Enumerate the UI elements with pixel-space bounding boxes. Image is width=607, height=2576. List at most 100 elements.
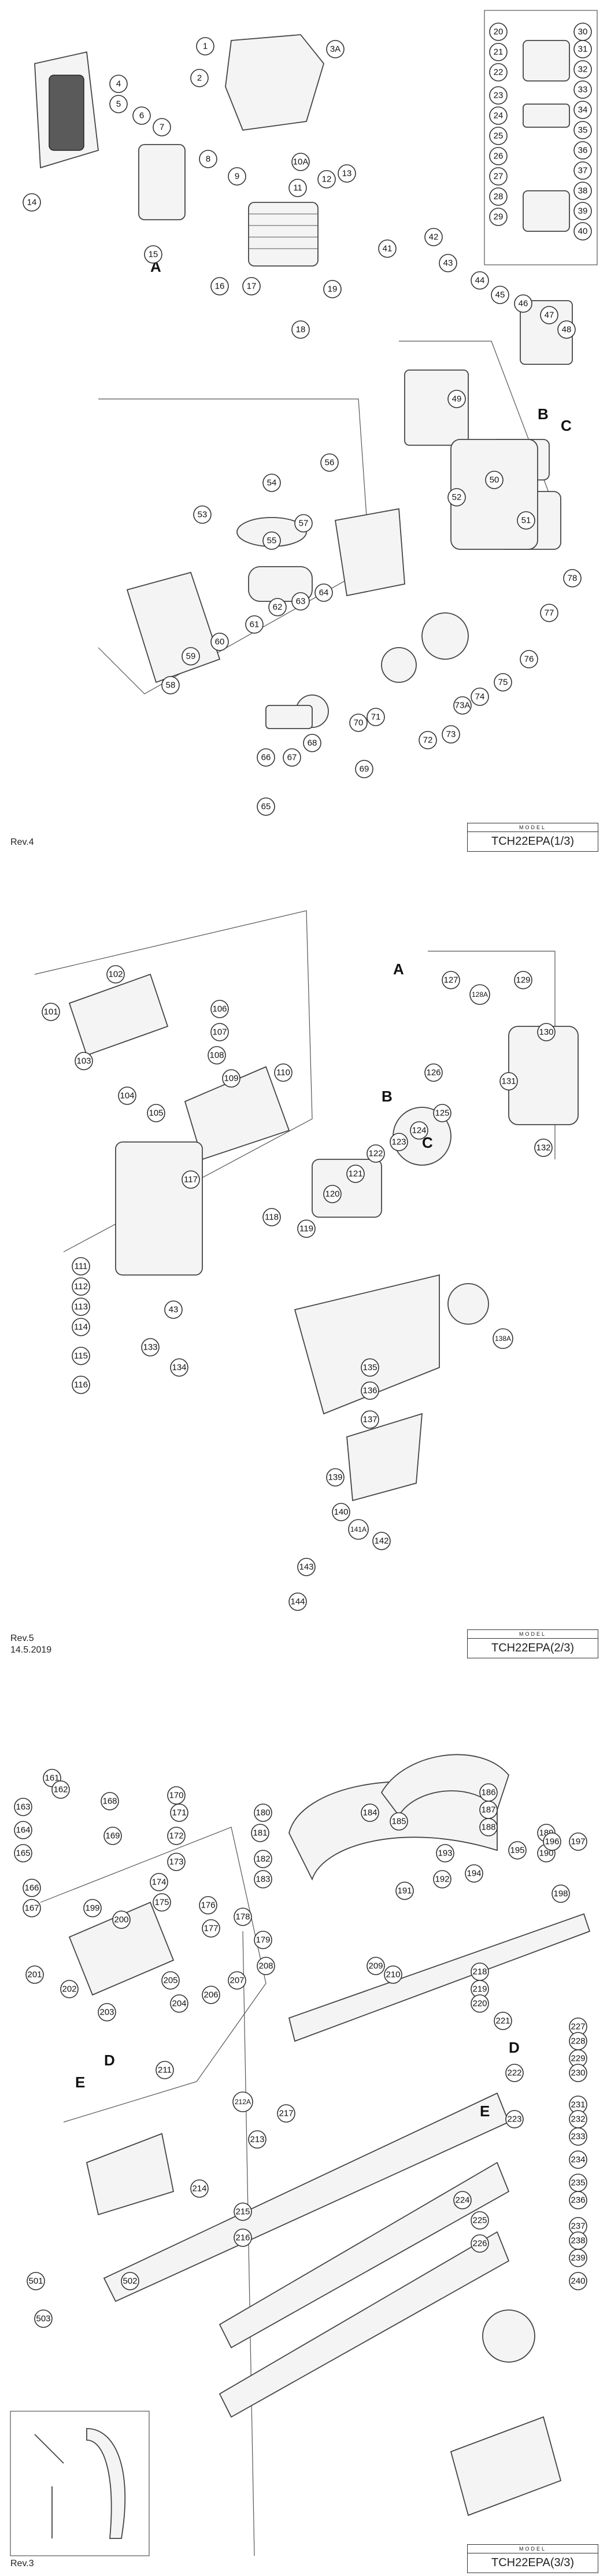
air-cleaner-case-part: [404, 369, 469, 446]
svg-text:128A: 128A: [472, 991, 488, 999]
svg-text:76: 76: [524, 655, 534, 664]
svg-text:112: 112: [74, 1282, 88, 1292]
svg-text:195: 195: [510, 1846, 524, 1856]
callout-33: 33: [573, 80, 592, 99]
svg-text:235: 235: [571, 2178, 585, 2188]
callout-223: 223: [505, 2110, 524, 2128]
shaft-pipe-part: [288, 1913, 591, 2042]
ignition-coil-part: [265, 705, 313, 729]
starter-pulley-part: [381, 647, 417, 683]
svg-text:129: 129: [516, 975, 530, 985]
svg-text:26: 26: [494, 151, 504, 161]
svg-text:201: 201: [27, 1970, 42, 1980]
svg-text:217: 217: [279, 2109, 293, 2119]
callout-211: 211: [156, 2061, 174, 2079]
callout-51: 51: [517, 511, 535, 530]
svg-text:199: 199: [85, 1904, 99, 1913]
svg-text:50: 50: [490, 475, 499, 485]
svg-text:47: 47: [545, 311, 554, 320]
callout-18: 18: [291, 320, 310, 339]
svg-text:72: 72: [423, 736, 433, 745]
svg-text:200: 200: [114, 1915, 128, 1925]
svg-text:220: 220: [472, 1999, 487, 2009]
callout-503: 503: [34, 2309, 53, 2328]
callout-192: 192: [433, 1870, 451, 1888]
svg-text:106: 106: [212, 1004, 227, 1014]
callout-143: 143: [297, 1558, 316, 1576]
svg-text:68: 68: [308, 738, 317, 748]
svg-text:213: 213: [250, 2135, 264, 2145]
callout-24: 24: [489, 106, 508, 125]
svg-text:75: 75: [498, 678, 508, 688]
svg-text:223: 223: [507, 2115, 521, 2124]
front-handle-part: [288, 1781, 498, 1881]
callout-174: 174: [150, 1873, 168, 1891]
crankcase-right-part: [334, 508, 405, 597]
cushion-part: [346, 1413, 423, 1502]
callout-163: 163: [14, 1798, 32, 1816]
callout-74: 74: [471, 688, 489, 706]
svg-text:18: 18: [296, 325, 306, 335]
svg-text:12: 12: [322, 175, 332, 184]
callout-15: 15: [144, 245, 162, 264]
svg-text:69: 69: [360, 764, 369, 774]
svg-text:73A: 73A: [455, 701, 471, 711]
callout-218: 218: [471, 1963, 489, 1981]
svg-text:135: 135: [362, 1363, 377, 1373]
callout-31: 31: [573, 40, 592, 58]
callout-206: 206: [202, 1986, 220, 2004]
svg-text:115: 115: [74, 1351, 88, 1361]
svg-text:214: 214: [192, 2184, 206, 2194]
callout-101: 101: [42, 1003, 60, 1021]
callout-213: 213: [248, 2130, 267, 2149]
svg-text:7: 7: [160, 123, 164, 132]
callout-185: 185: [390, 1812, 408, 1831]
svg-text:237: 237: [571, 2222, 585, 2231]
svg-text:116: 116: [74, 1380, 88, 1390]
svg-text:49: 49: [452, 394, 462, 404]
svg-text:51: 51: [521, 516, 531, 526]
svg-text:64: 64: [319, 588, 329, 598]
engine-case-part: [508, 1026, 579, 1125]
svg-text:221: 221: [495, 2016, 510, 2026]
svg-text:101: 101: [43, 1007, 58, 1017]
svg-text:191: 191: [397, 1886, 412, 1896]
svg-text:127: 127: [443, 975, 458, 985]
callout-235: 235: [569, 2174, 587, 2192]
svg-text:34: 34: [578, 105, 588, 115]
svg-text:35: 35: [578, 125, 588, 135]
svg-text:142: 142: [374, 1536, 388, 1546]
svg-text:28: 28: [494, 192, 504, 202]
ref-letter-c: C: [561, 417, 572, 434]
callout-22: 22: [489, 63, 508, 82]
callout-176: 176: [199, 1896, 217, 1915]
callout-38: 38: [573, 182, 592, 200]
callout-64: 64: [314, 583, 333, 602]
callout-122: 122: [367, 1144, 385, 1163]
svg-text:178: 178: [235, 1912, 250, 1922]
callout-216: 216: [234, 2228, 252, 2247]
svg-text:177: 177: [203, 1924, 218, 1934]
callout-191: 191: [395, 1882, 414, 1900]
model-box: MODEL TCH22EPA(1/3): [467, 823, 598, 852]
gear-group-frame: [40, 1827, 267, 2123]
svg-text:227: 227: [571, 2022, 585, 2032]
callout-238: 238: [569, 2231, 587, 2250]
svg-text:53: 53: [198, 510, 208, 520]
callout-239: 239: [569, 2249, 587, 2267]
svg-text:181: 181: [253, 1828, 267, 1838]
svg-text:70: 70: [354, 718, 364, 728]
callout-4: 4: [109, 75, 128, 93]
callout-197: 197: [569, 1832, 587, 1851]
callout-205: 205: [161, 1971, 180, 1990]
svg-text:175: 175: [154, 1898, 169, 1908]
muffler-part: [138, 144, 186, 220]
exploded-diagram-handle: A B C 1011021031041051061071081091101111…: [34, 910, 579, 1611]
callout-196: 196: [543, 1832, 561, 1851]
gear-case-part: [115, 1141, 203, 1276]
model-box: MODEL TCH22EPA(2/3): [467, 1629, 598, 1658]
svg-text:43: 43: [443, 258, 453, 268]
svg-text:78: 78: [568, 574, 578, 583]
callout-217: 217: [277, 2104, 295, 2123]
